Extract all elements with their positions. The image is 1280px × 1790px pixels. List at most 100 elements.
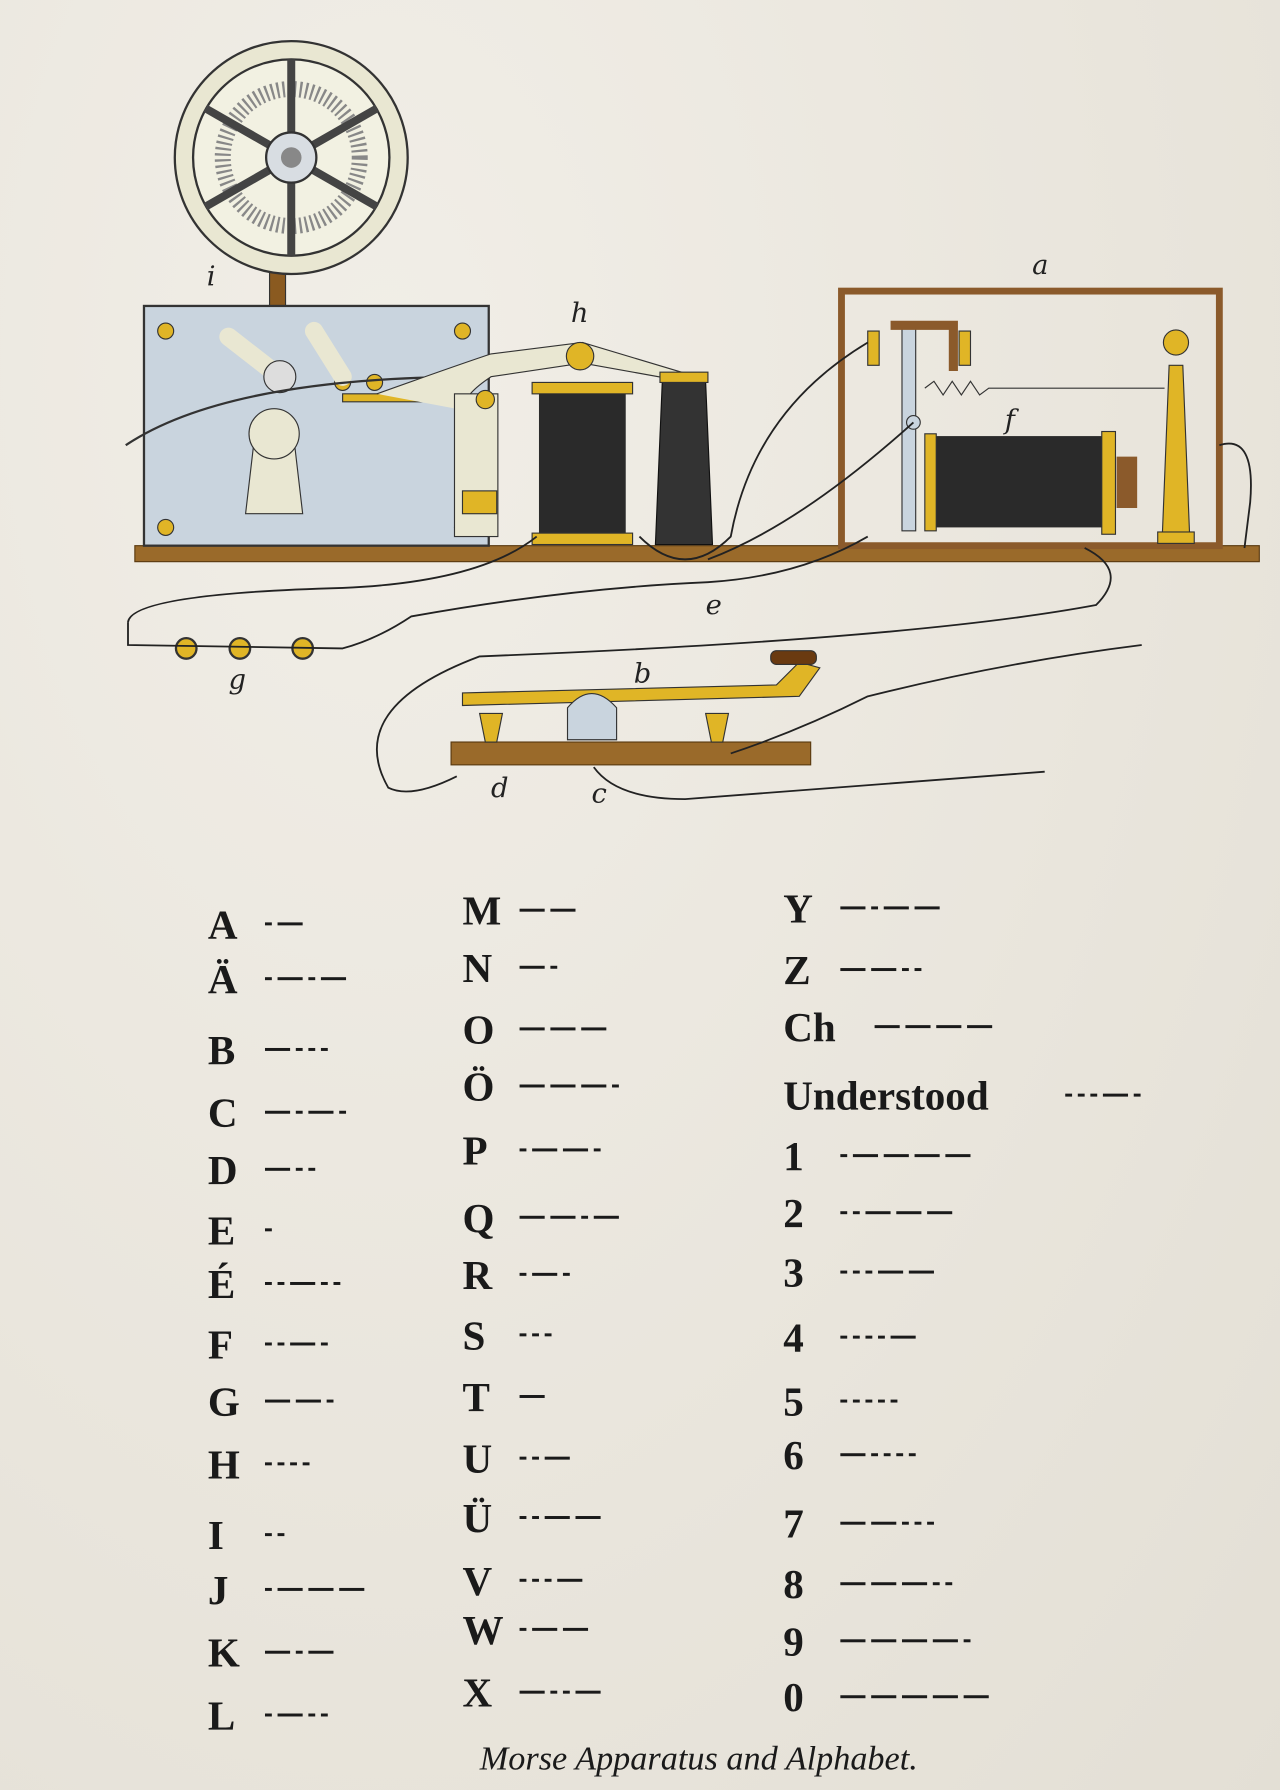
morse-entry: S	[462, 1312, 552, 1358]
morse-dot	[865, 1270, 873, 1274]
morse-character: T	[462, 1374, 489, 1420]
morse-entry: C	[208, 1090, 347, 1136]
morse-dot	[264, 922, 272, 926]
morse-dot	[883, 1453, 891, 1457]
morse-character: 2	[783, 1190, 804, 1236]
morse-dot	[871, 1453, 879, 1457]
morse-entry: 1	[783, 1133, 971, 1179]
morse-dot	[840, 1399, 848, 1403]
morse-dot	[865, 1399, 873, 1403]
morse-entry: Understood	[783, 1073, 1141, 1119]
morse-character: P	[462, 1127, 487, 1173]
morse-entry: 3	[783, 1250, 934, 1296]
morse-dash	[871, 968, 897, 972]
morse-character: Y	[783, 885, 813, 931]
morse-dot	[519, 1516, 527, 1519]
morse-dot	[901, 968, 909, 972]
morse-dash	[532, 1627, 558, 1631]
morse-dot	[326, 1399, 334, 1403]
morse-entry: 0	[783, 1674, 989, 1720]
morse-dot	[532, 1456, 539, 1460]
morse-dash	[581, 1084, 607, 1088]
morse-character: E	[208, 1207, 235, 1253]
morse-dot	[295, 1167, 303, 1171]
morse-dot	[581, 1215, 589, 1219]
morse-entry: A	[208, 901, 303, 947]
morse-dash	[901, 1582, 928, 1586]
paper-reel	[173, 39, 409, 309]
morse-entry: M	[462, 888, 576, 934]
morse-entry: Y	[783, 885, 940, 931]
morse-dash	[914, 1154, 940, 1158]
morse-entry: F	[208, 1321, 328, 1367]
morse-dot	[852, 1399, 860, 1403]
morse-dot	[593, 1148, 601, 1152]
morse-dash	[967, 1025, 993, 1029]
label-a: a	[1032, 250, 1048, 281]
morse-dash	[871, 1582, 897, 1586]
morse-character: Ü	[462, 1495, 492, 1541]
morse-entry: B	[208, 1027, 328, 1073]
morse-dot	[264, 1228, 272, 1232]
morse-dash	[277, 1587, 303, 1591]
morse-dot	[878, 1399, 885, 1403]
morse-dash	[550, 1084, 576, 1088]
morse-dash	[544, 1516, 570, 1519]
label-c: c	[591, 779, 606, 810]
morse-dot	[302, 1462, 310, 1466]
morse-character: K	[208, 1630, 240, 1676]
morse-character: R	[462, 1252, 493, 1298]
electromagnet-coil	[531, 371, 714, 546]
morse-entry: Ä	[208, 956, 347, 1002]
morse-dash	[290, 1342, 316, 1346]
morse-dot	[914, 1521, 922, 1525]
morse-character: 6	[783, 1432, 804, 1478]
morse-entry: O	[462, 1006, 607, 1052]
morse-character: Z	[783, 947, 810, 993]
morse-dot	[339, 1110, 347, 1114]
morse-dash	[308, 1110, 334, 1114]
morse-entry: E	[208, 1207, 272, 1253]
morse-dash	[532, 1148, 558, 1152]
label-f: f	[1003, 405, 1020, 436]
morse-dash	[932, 1639, 958, 1643]
morse-dash	[544, 1456, 570, 1460]
morse-entry: Ch	[783, 1004, 993, 1050]
morse-character: W	[462, 1607, 503, 1653]
relay-frame	[838, 287, 1223, 550]
morse-character: O	[462, 1006, 494, 1052]
morse-character: H	[208, 1441, 240, 1487]
morse-dot	[927, 1521, 934, 1525]
morse-alphabet-table: AÄBCDEÉFGHIJKLMNOÖPQRSTUÜVWXYZChUndersto…	[208, 885, 1141, 1738]
morse-dot	[1077, 1093, 1085, 1097]
morse-dot	[308, 1713, 316, 1717]
label-b: b	[634, 659, 652, 690]
morse-dash	[840, 906, 866, 910]
morse-dash	[308, 1587, 334, 1591]
morse-dot	[840, 1211, 848, 1215]
morse-entry: É	[208, 1261, 341, 1307]
morse-entry: 8	[783, 1561, 953, 1607]
morse-entry: P	[462, 1127, 601, 1173]
morse-dot	[1090, 1093, 1098, 1097]
morse-dot	[264, 1281, 272, 1285]
morse-dot	[840, 1154, 848, 1158]
morse-dot	[295, 1110, 303, 1114]
morse-dash	[519, 965, 545, 969]
morse-dash	[963, 1695, 989, 1699]
morse-dash	[550, 1215, 576, 1219]
morse-character: U	[462, 1436, 492, 1482]
morse-dash	[874, 1025, 900, 1029]
morse-dot	[519, 1272, 527, 1276]
morse-entry: 4	[783, 1315, 916, 1361]
morse-dash	[308, 1650, 334, 1654]
morse-dash	[519, 1084, 545, 1088]
morse-dash	[550, 1027, 576, 1031]
morse-character: G	[208, 1379, 240, 1425]
morse-dash	[339, 1587, 365, 1591]
morse-entry: V	[462, 1558, 583, 1604]
morse-dash	[840, 1639, 866, 1643]
morse-dash	[908, 1270, 934, 1274]
morse-entry: Ü	[462, 1495, 601, 1541]
